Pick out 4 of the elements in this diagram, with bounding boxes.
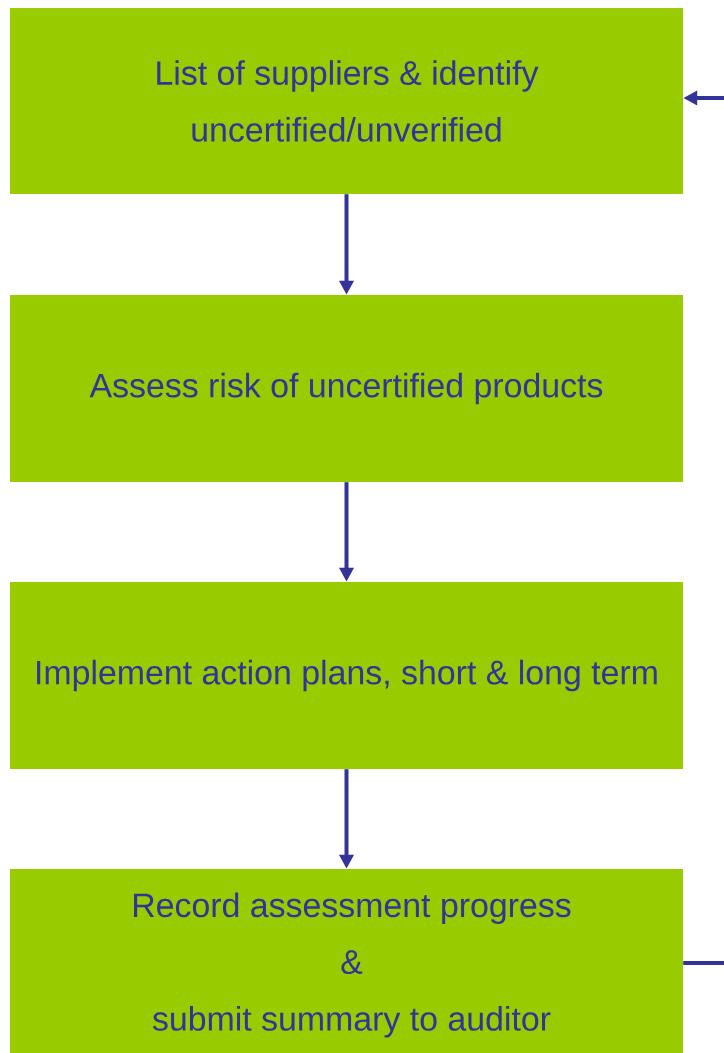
process-box: Implement action plans, short & long term xyxy=(10,582,683,769)
process-box: Assess risk of uncertified products xyxy=(10,295,683,482)
process-box: Record assessment progress & submit summary to auditor xyxy=(10,869,683,1053)
process-box: List of suppliers & identify uncertified/unverified xyxy=(10,8,683,194)
